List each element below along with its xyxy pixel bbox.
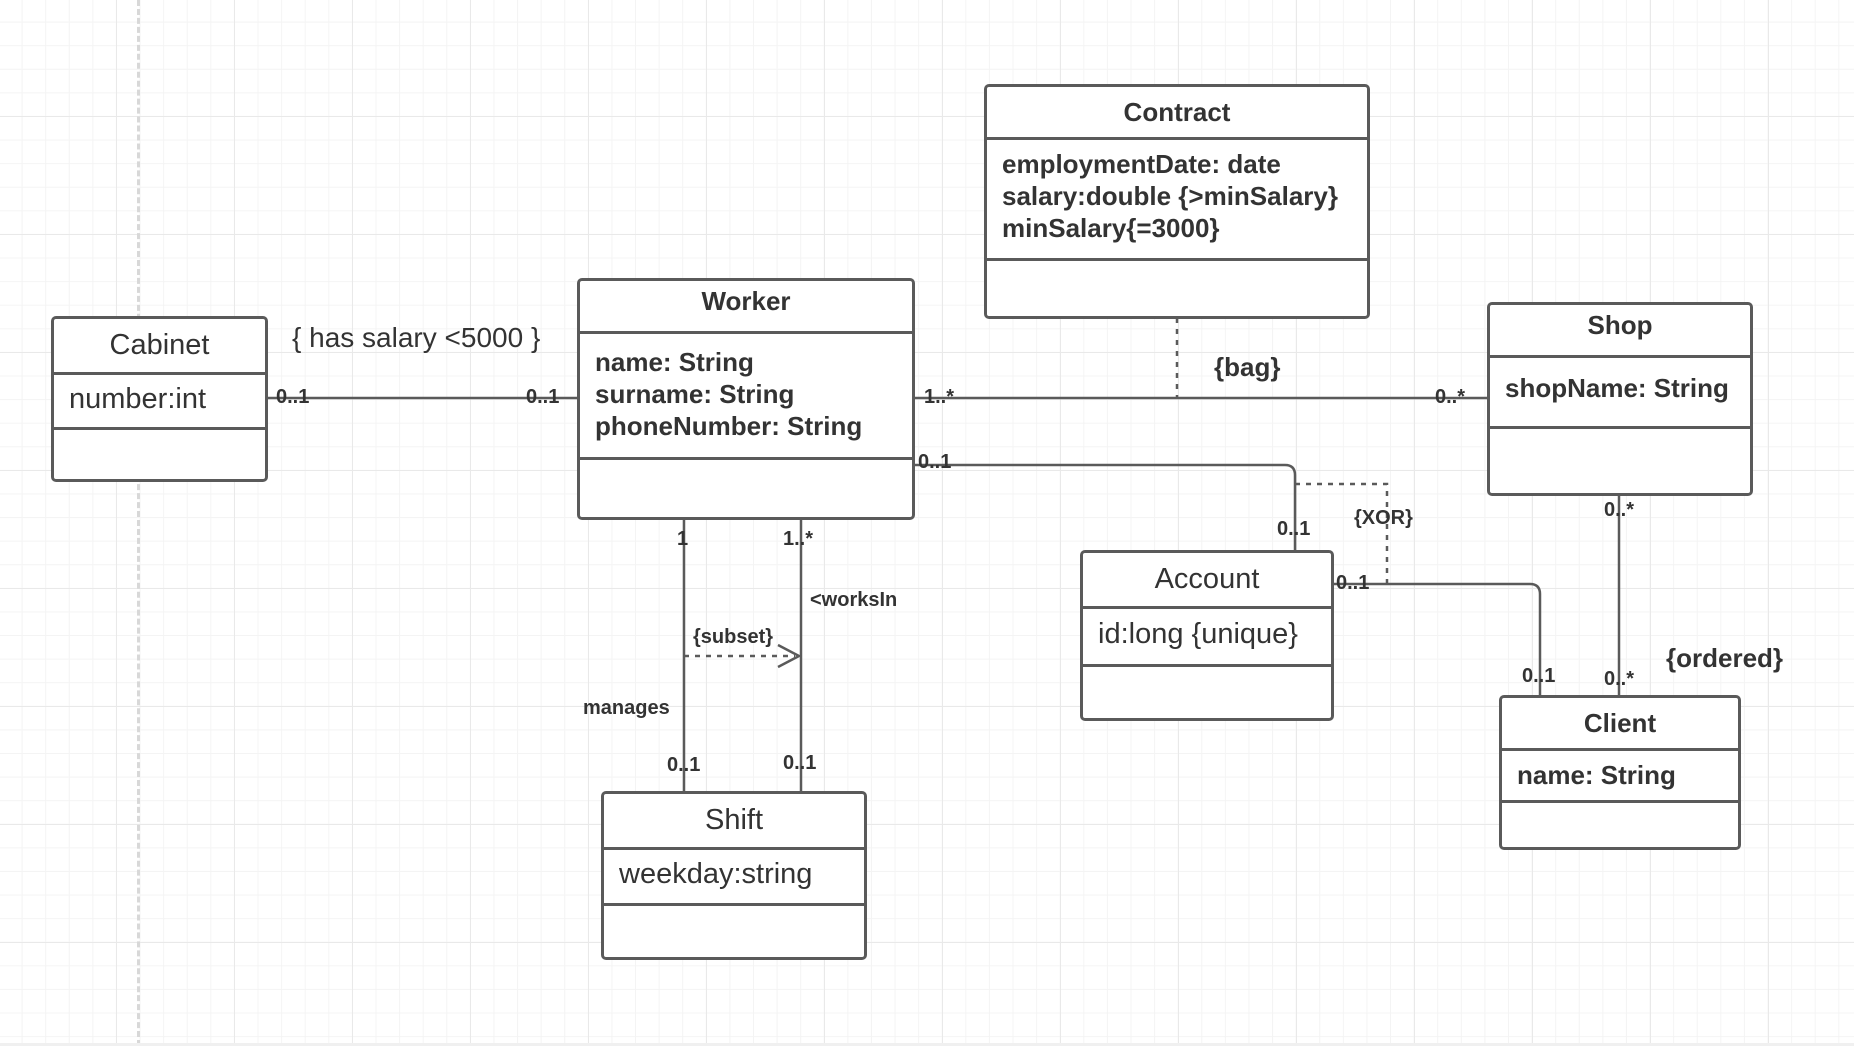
multiplicity-label: 0..1: [1336, 572, 1370, 594]
attribute: name: String: [595, 347, 754, 377]
class-worker[interactable]: Worker name: String surname: String phon…: [577, 278, 915, 520]
class-cabinet[interactable]: Cabinet number:int: [51, 316, 268, 482]
class-account-operations: [1083, 667, 1331, 718]
constraint-ordered[interactable]: {ordered}: [1666, 643, 1784, 673]
multiplicity-label: 0..1: [1522, 665, 1556, 687]
xor-constraint-link: [1295, 482, 1389, 584]
attribute: shopName: String: [1505, 373, 1729, 403]
page-margin-guide: [137, 0, 140, 1046]
multiplicity-label: 0..*: [1604, 668, 1635, 690]
constraint-has-salary[interactable]: { has salary <5000 }: [292, 322, 541, 353]
class-worker-name: Worker: [580, 281, 912, 334]
class-shift[interactable]: Shift weekday:string: [601, 791, 867, 960]
class-worker-attributes: name: String surname: String phoneNumber…: [580, 334, 912, 460]
class-contract-operations: [987, 261, 1367, 316]
class-shop-operations: [1490, 429, 1750, 493]
class-contract[interactable]: Contract employmentDate: date salary:dou…: [984, 84, 1370, 319]
multiplicity-label: 0..1: [918, 451, 952, 473]
multiplicity-label: 0..1: [783, 752, 817, 774]
attribute: employmentDate: date: [1002, 149, 1281, 179]
class-contract-name: Contract: [987, 87, 1367, 140]
multiplicity-label: 0..1: [667, 754, 701, 776]
class-cabinet-attributes: number:int: [54, 375, 265, 430]
constraint-bag[interactable]: {bag}: [1214, 352, 1281, 382]
attribute: number:int: [69, 383, 207, 415]
attribute: phoneNumber: String: [595, 411, 863, 441]
class-client-name: Client: [1502, 698, 1738, 751]
class-client-attributes: name: String: [1502, 751, 1738, 803]
multiplicity-label: 0..1: [526, 386, 560, 408]
multiplicity-label: 0..*: [1604, 499, 1635, 521]
class-cabinet-operations: [54, 430, 265, 479]
class-shift-attributes: weekday:string: [604, 850, 864, 906]
attribute: surname: String: [595, 379, 795, 409]
class-account-attributes: id:long {unique}: [1083, 609, 1331, 667]
multiplicity-label: 1..*: [924, 386, 955, 408]
constraint-xor[interactable]: {XOR}: [1354, 507, 1413, 529]
assoc-worker-account[interactable]: [914, 463, 1297, 551]
multiplicity-label: 0..1: [1277, 518, 1311, 540]
class-cabinet-name: Cabinet: [54, 319, 265, 375]
attribute: minSalary{=3000}: [1002, 213, 1220, 243]
class-account-name: Account: [1083, 553, 1331, 609]
class-client-operations: [1502, 803, 1738, 847]
class-shift-name: Shift: [604, 794, 864, 850]
page-bottom-edge: [0, 1043, 1854, 1046]
class-shop[interactable]: Shop shopName: String: [1487, 302, 1753, 496]
class-contract-attributes: employmentDate: date salary:double {>min…: [987, 140, 1367, 261]
class-shop-name: Shop: [1490, 305, 1750, 358]
subset-arrowhead: [777, 643, 802, 669]
class-worker-operations: [580, 460, 912, 517]
association-name-works-in[interactable]: <worksIn: [810, 589, 898, 611]
association-name-manages[interactable]: manages: [583, 697, 670, 719]
attribute: weekday:string: [619, 858, 813, 890]
constraint-subset[interactable]: {subset}: [693, 626, 774, 648]
assoc-account-client[interactable]: [1333, 582, 1542, 697]
attribute: id:long {unique}: [1098, 618, 1298, 650]
class-shop-attributes: shopName: String: [1490, 358, 1750, 429]
multiplicity-label: 1..*: [783, 528, 814, 550]
class-client[interactable]: Client name: String: [1499, 695, 1741, 850]
multiplicity-label: 0..1: [276, 386, 310, 408]
class-account[interactable]: Account id:long {unique}: [1080, 550, 1334, 721]
attribute: salary:double {>minSalary}: [1002, 181, 1338, 211]
class-shift-operations: [604, 906, 864, 957]
multiplicity-label: 0..*: [1435, 386, 1466, 408]
attribute: name: String: [1517, 760, 1676, 790]
multiplicity-label: 1: [677, 528, 689, 550]
